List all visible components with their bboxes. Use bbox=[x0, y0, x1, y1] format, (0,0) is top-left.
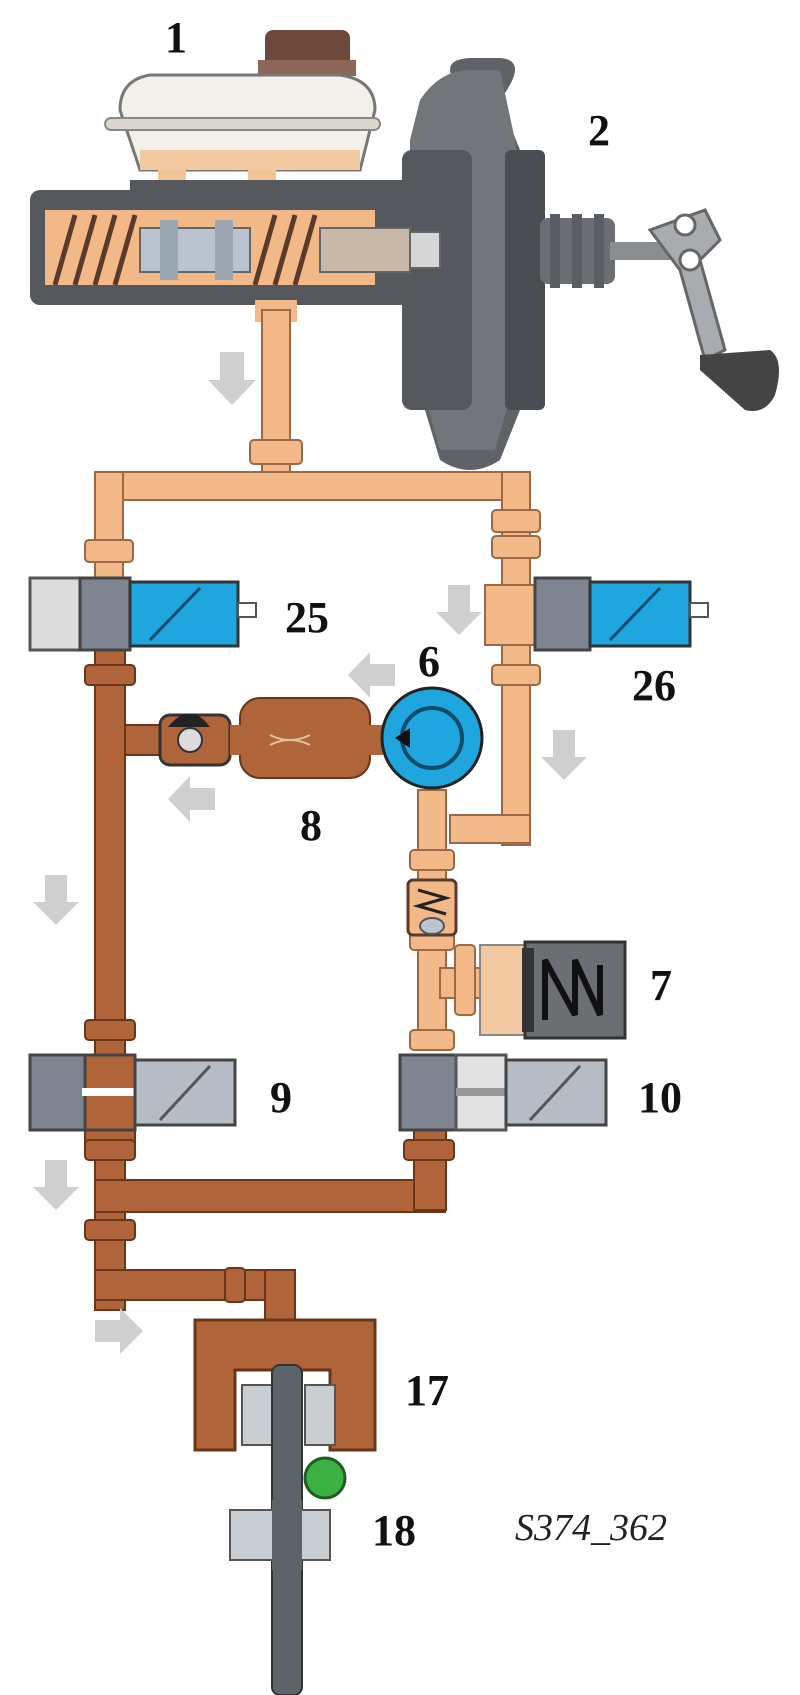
label-7: 7 bbox=[650, 961, 672, 1010]
label-2: 2 bbox=[588, 106, 610, 155]
label-6: 6 bbox=[418, 637, 440, 686]
low-pressure-lines bbox=[84, 309, 548, 1051]
valve-26 bbox=[533, 576, 709, 652]
arrow-left-icon bbox=[348, 652, 395, 698]
label-26: 26 bbox=[632, 661, 676, 710]
arrow-right-icon bbox=[95, 1308, 143, 1354]
arrow-down-icon bbox=[33, 875, 79, 925]
arrow-down-icon bbox=[436, 585, 482, 635]
brake-booster bbox=[400, 58, 779, 470]
arrow-down-icon bbox=[208, 352, 256, 405]
figure-reference-code: S374_362 bbox=[515, 1507, 667, 1549]
label-8: 8 bbox=[300, 801, 322, 850]
flow-arrows bbox=[33, 352, 587, 1354]
label-10: 10 bbox=[638, 1073, 682, 1122]
brake-caliper bbox=[193, 1318, 377, 1695]
pump bbox=[380, 686, 484, 790]
high-pressure-lines bbox=[84, 649, 455, 1331]
arrow-down-icon bbox=[33, 1160, 79, 1210]
arrow-left-icon bbox=[168, 776, 215, 822]
label-18: 18 bbox=[372, 1506, 416, 1555]
arrow-down-icon bbox=[541, 730, 587, 780]
label-17: 17 bbox=[405, 1366, 449, 1415]
valve-10 bbox=[398, 1053, 608, 1132]
label-1: 1 bbox=[165, 13, 187, 62]
wheel-sensor bbox=[229, 1456, 347, 1570]
check-valve bbox=[406, 878, 458, 937]
valve-9 bbox=[28, 1053, 237, 1132]
label-9: 9 bbox=[270, 1073, 292, 1122]
master-cylinder bbox=[30, 30, 441, 322]
damper bbox=[158, 697, 383, 779]
accumulator bbox=[479, 940, 627, 1040]
label-25: 25 bbox=[285, 593, 329, 642]
valve-25 bbox=[28, 576, 257, 652]
